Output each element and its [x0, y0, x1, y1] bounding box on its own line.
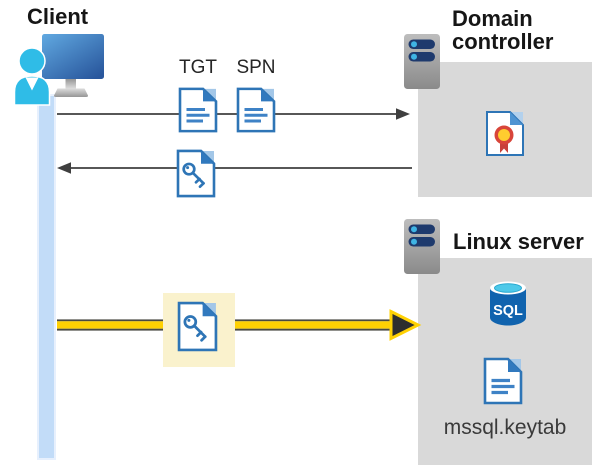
tgt-document-icon	[178, 87, 218, 133]
server-icon-linux	[404, 219, 440, 274]
tgt-label: TGT	[179, 57, 217, 78]
client-computer-icon	[13, 34, 104, 106]
monitor-screen	[42, 34, 104, 79]
keytab-label: mssql.keytab	[443, 416, 567, 439]
spn-label: SPN	[236, 57, 276, 78]
person-head	[18, 47, 46, 75]
certificate-icon	[486, 111, 524, 156]
monitor-neck	[65, 79, 76, 89]
person-collar	[25, 77, 39, 91]
monitor-base	[53, 88, 89, 97]
service-ticket-key-icon	[176, 149, 216, 198]
domain-controller-label: Domain controller	[452, 6, 554, 54]
linux-server-label: Linux server	[453, 229, 584, 254]
sql-label: SQL	[493, 303, 523, 319]
key-ticket-icon	[177, 301, 218, 352]
request-arrow-client-to-dc	[57, 108, 410, 120]
kerberos-ticket-arrow-client-to-linux	[57, 309, 422, 341]
client-label: Client	[27, 4, 89, 29]
server-icon-domain-controller	[404, 34, 440, 89]
response-arrow-dc-to-client	[57, 162, 412, 174]
spn-document-icon	[236, 87, 276, 133]
sql-database-icon: SQL	[490, 281, 526, 326]
keytab-document-icon	[483, 357, 523, 405]
